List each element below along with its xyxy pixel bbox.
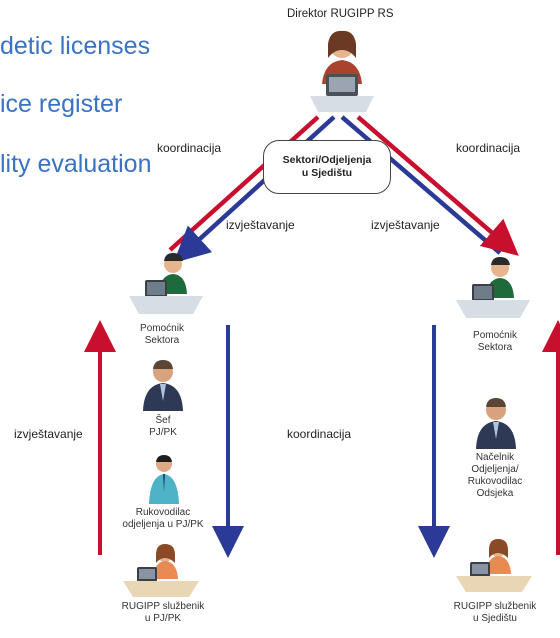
left-manager-line-1: Rukovodilac (135, 507, 191, 518)
left-manager-line-2: odjeljenja u PJ/PK (122, 519, 204, 530)
right-head-label: Načelnik Odjeljenja/ Rukovodilac Odsjeka (455, 452, 535, 500)
left-assistant-line-1: Pomoćnik (140, 323, 184, 334)
left-manager-label: Rukovodilac odjeljenja u PJ/PK (113, 507, 213, 531)
koordinacija-left-label: koordinacija (157, 141, 222, 155)
left-assistant-label: Pomoćnik Sektora (122, 323, 202, 347)
arrow-director-right (340, 115, 519, 256)
director-label: Direktor RUGIPP RS (287, 8, 394, 20)
left-clerk-line-1: RUGIPP službenik (121, 601, 205, 612)
slide-bullet-2: ice register (0, 90, 123, 118)
person-at-desk-icon (456, 257, 530, 318)
right-head-line-4: Odsjeka (476, 488, 514, 499)
right-assistant-label: Pomoćnik Sektora (455, 330, 535, 354)
koordinacija-middle-label: koordinacija (287, 427, 352, 441)
right-clerk-line-2: u Sjedištu (473, 613, 517, 624)
office-worker-icon (149, 455, 179, 504)
person-at-desk-icon (310, 30, 374, 112)
slide-bullet-1: detic licenses (0, 32, 151, 60)
slide-bullet-3: lity evaluation (0, 150, 152, 178)
person-at-desk-icon (129, 253, 203, 314)
central-box-line-2: u Sjedištu (301, 167, 353, 179)
left-chief-line-2: PJ/PK (149, 427, 177, 438)
izvjestavanje-right-label: izvještavanje (371, 218, 440, 232)
left-clerk-line-2: u PJ/PK (144, 613, 182, 624)
woman-at-desk-icon (123, 544, 199, 597)
left-chief-line-1: Šef (155, 415, 171, 426)
izvjestavanje-left-label: izvještavanje (226, 218, 295, 232)
right-head-line-2: Odjeljenja/ (471, 464, 519, 475)
left-clerk-label: RUGIPP službenik u PJ/PK (108, 601, 218, 625)
right-head-line-1: Načelnik (475, 452, 515, 463)
right-clerk-label: RUGIPP službenik u Sjedištu (440, 601, 550, 625)
woman-at-desk-icon (456, 539, 532, 592)
left-assistant-line-2: Sektora (144, 335, 180, 346)
koordinacija-right-label: koordinacija (456, 141, 521, 155)
right-clerk-line-1: RUGIPP službenik (453, 601, 537, 612)
central-departments-box: Sektori/Odjeljenja u Sjedištu (263, 140, 391, 194)
izvjestavanje-side-label: izvještavanje (14, 427, 83, 441)
right-assistant-line-2: Sektora (477, 342, 513, 353)
right-assistant-line-1: Pomoćnik (473, 330, 517, 341)
businessman-icon (143, 360, 183, 411)
left-chief-label: Šef PJ/PK (123, 415, 203, 439)
central-box-line-1: Sektori/Odjeljenja (282, 154, 372, 166)
right-head-line-3: Rukovodilac (467, 476, 523, 487)
businessman-icon (476, 398, 516, 449)
